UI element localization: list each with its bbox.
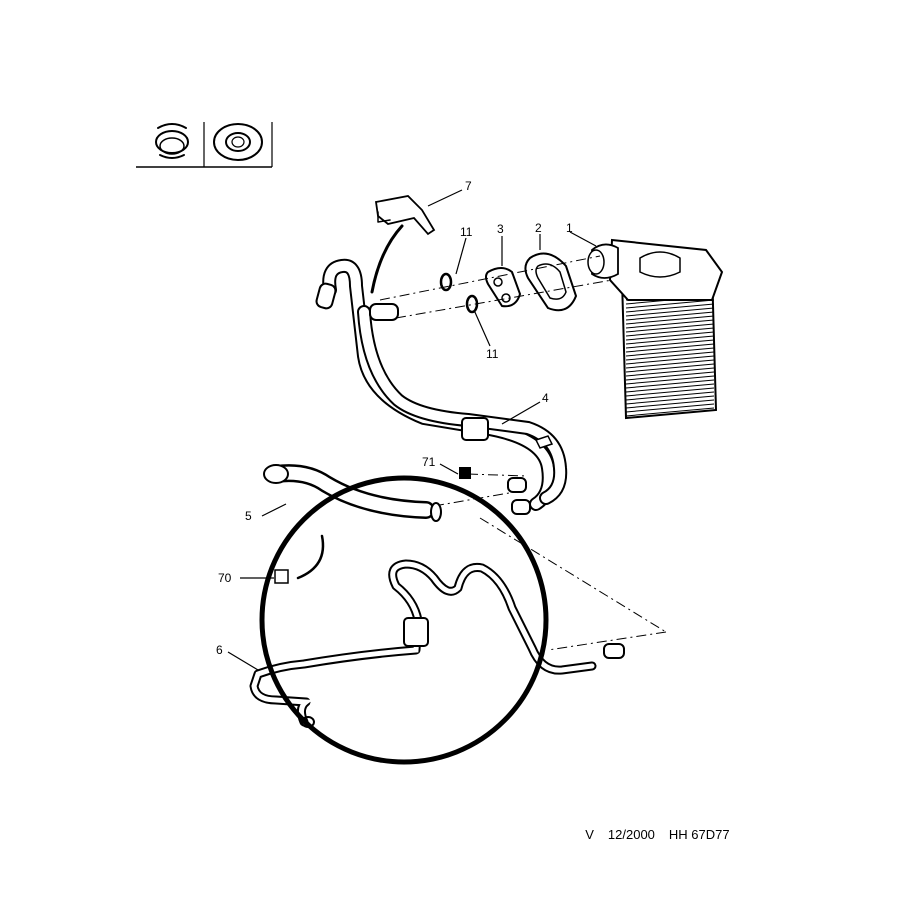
callout-3: 3 [497, 222, 504, 236]
radiator-fin [625, 399, 715, 409]
radiator-fin [625, 407, 715, 417]
hose-part-5 [263, 464, 442, 580]
callout-71: 71 [422, 455, 436, 469]
radiator-fin [625, 315, 715, 325]
marker-part-70 [274, 569, 289, 584]
footer-date: 12/2000 [607, 827, 655, 842]
radiator-fin [625, 323, 715, 333]
o-rings-part-11 [439, 272, 479, 314]
radiator-fin [625, 383, 715, 393]
radiator-fin [625, 359, 715, 369]
heater-matrix [587, 238, 724, 420]
radiator-fin [625, 403, 715, 413]
radiator-fin [625, 307, 715, 317]
legend-box [136, 122, 273, 168]
hose-clip-icon [155, 123, 189, 159]
clip-part-7 [370, 195, 436, 294]
pipe-assembly-part-4 [315, 258, 568, 515]
radiator-fin [625, 379, 715, 389]
diagram-reference-footer: V 12/2000 HH 67D77 [578, 812, 744, 842]
radiator-fin [625, 371, 715, 381]
radiator-fin [625, 355, 715, 365]
callout-11-bottom: 11 [486, 347, 499, 361]
radiator-fin [625, 319, 715, 329]
radiator-fin [625, 395, 715, 405]
callout-70: 70 [218, 571, 232, 585]
callout-labels: 1 2 3 11 11 7 4 71 5 70 6 [216, 179, 573, 657]
grommet-icon [213, 123, 263, 161]
radiator-fin [625, 331, 715, 341]
callout-6: 6 [216, 643, 223, 657]
callout-5: 5 [245, 509, 252, 523]
radiator-fin [625, 347, 715, 357]
radiator-fin [625, 303, 715, 313]
radiator-fin [625, 391, 715, 401]
callout-2: 2 [535, 221, 542, 235]
radiator-fin [625, 387, 715, 397]
radiator-fin [625, 367, 715, 377]
callout-11-top: 11 [460, 225, 473, 239]
flange-part-3 [485, 267, 522, 308]
hose-part-6 [249, 559, 625, 728]
radiator-fin [625, 375, 715, 385]
leader-lines [227, 189, 597, 671]
radiator-fin [625, 339, 715, 349]
radiator-fin [625, 351, 715, 361]
callout-1: 1 [566, 221, 573, 235]
radiator-fin [625, 335, 715, 345]
marker-part-71 [459, 467, 471, 479]
radiator-fin [625, 343, 715, 353]
radiator-fin [625, 311, 715, 321]
radiator-fin [625, 327, 715, 337]
footer-variant: V [585, 827, 594, 842]
callout-4: 4 [542, 391, 549, 405]
callout-7: 7 [465, 179, 472, 193]
radiator-fin [625, 299, 715, 309]
highlight-circle [259, 475, 549, 765]
radiator-fin [625, 363, 715, 373]
seal-part-2 [524, 252, 578, 312]
footer-ref: HH 67D77 [668, 827, 730, 842]
